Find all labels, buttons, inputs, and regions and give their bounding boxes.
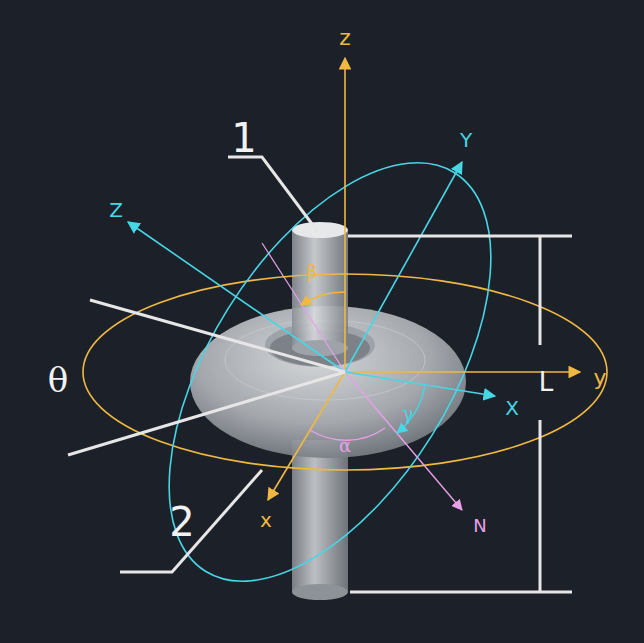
node-line — [345, 372, 462, 510]
leader-line — [120, 470, 262, 572]
theta-line — [68, 372, 345, 455]
axis-label: x — [258, 510, 274, 530]
axis-label: Z — [107, 200, 125, 220]
angle-label: β — [305, 263, 319, 281]
callout-number: 2 — [167, 502, 196, 542]
axis-label: z — [337, 27, 353, 49]
leader-line — [228, 157, 318, 232]
shaft-lower — [292, 440, 348, 600]
axis-label: y — [591, 367, 608, 389]
angle-label: γ — [401, 405, 416, 423]
axis-label: Y — [458, 130, 474, 150]
gamma-arc — [397, 385, 425, 433]
z-axis — [344, 58, 346, 372]
X-axis — [345, 372, 495, 396]
dimension-L — [348, 236, 572, 592]
angle-label: θ — [46, 363, 70, 397]
beta-arc — [301, 292, 345, 305]
callout-number: 1 — [229, 118, 258, 158]
angle-label: α — [337, 437, 353, 455]
axis-label: N — [471, 517, 488, 535]
Z-axis — [128, 222, 345, 372]
axis-label: X — [503, 398, 521, 418]
shaft-upper — [292, 222, 348, 356]
Y-axis — [345, 162, 462, 372]
theta-line — [90, 300, 345, 372]
dimension-label: L — [537, 369, 556, 395]
